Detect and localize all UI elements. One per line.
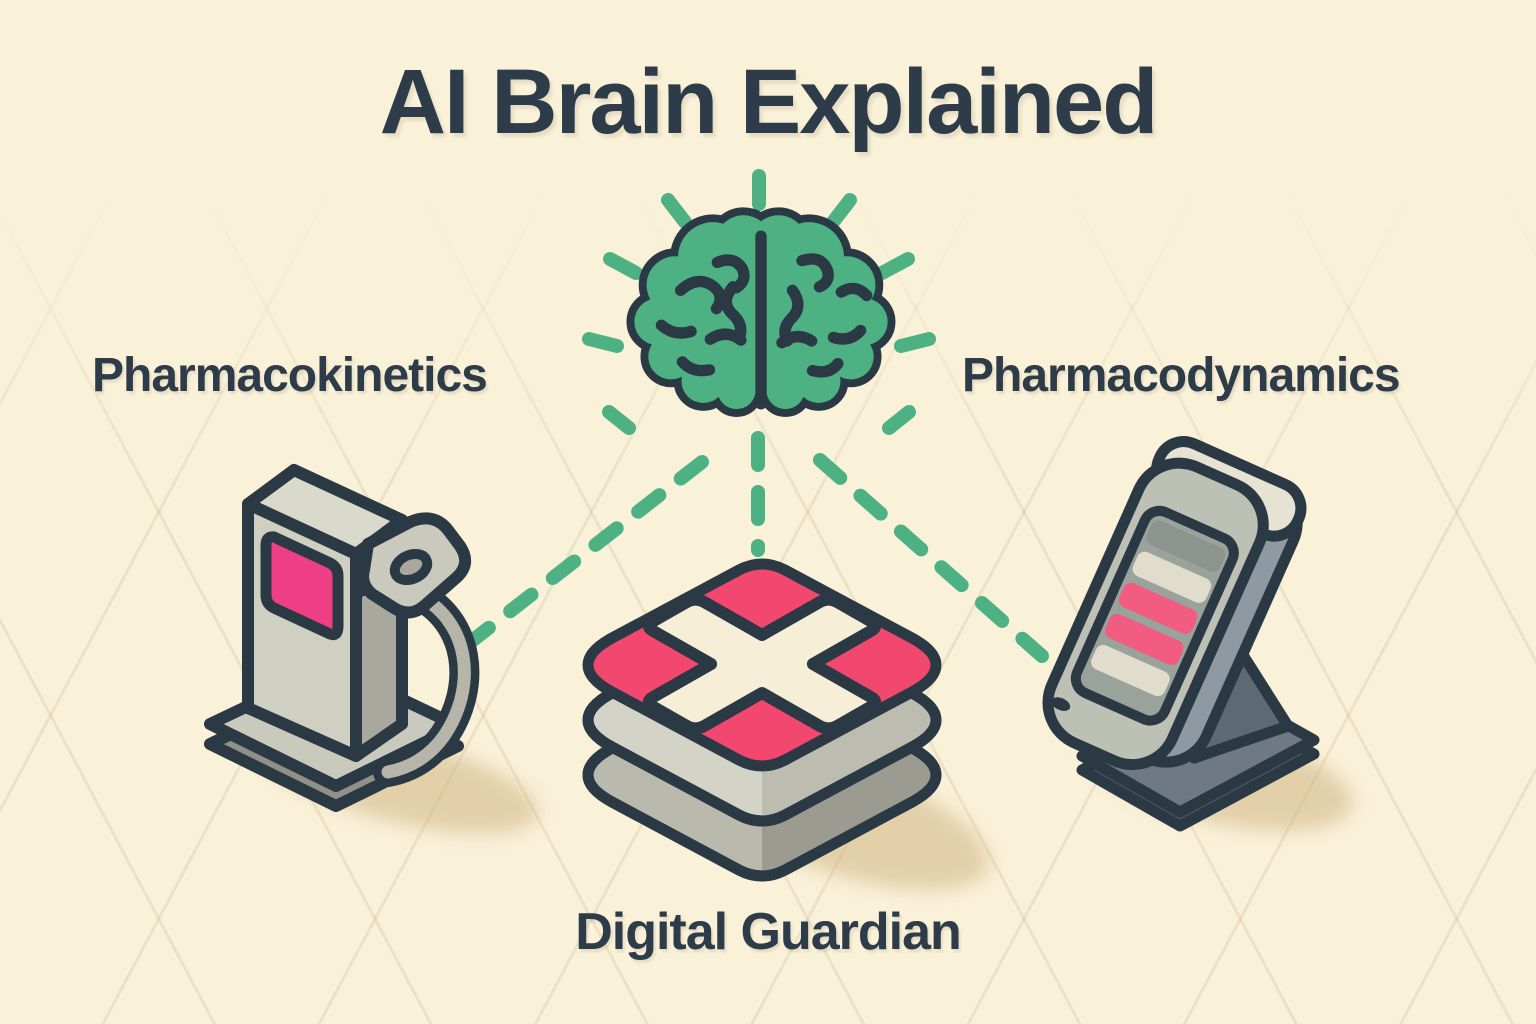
fuel-pump-icon [204,464,480,812]
reader-body [1042,436,1307,771]
pump-screen [260,531,344,641]
brain-icon [630,206,892,434]
label-pharmacodynamics: Pharmacodynamics [962,349,1401,402]
connector-brain-to-reader [813,453,1049,663]
page-title: AI Brain Explained [379,51,1159,153]
connector-brain-to-pump [461,455,709,651]
reader-bar-1 [1146,520,1226,572]
brain-spark-dashes [582,169,936,435]
card-reader-icon [1042,436,1320,832]
first-aid-kit-icon [567,548,957,893]
reader-bar-4 [1104,613,1184,666]
reader-bar-5 [1091,644,1170,697]
pump-hose [381,587,471,779]
reader-bar-2 [1132,551,1212,603]
label-digital-guardian: Digital Guardian [575,903,962,961]
reader-mic-slot [1051,697,1071,711]
pump-nozzle-handle-hole [389,548,433,586]
kit-cross [578,559,946,769]
reader-bar-3 [1118,582,1198,634]
label-pharmacokinetics: Pharmacokinetics [92,349,488,402]
